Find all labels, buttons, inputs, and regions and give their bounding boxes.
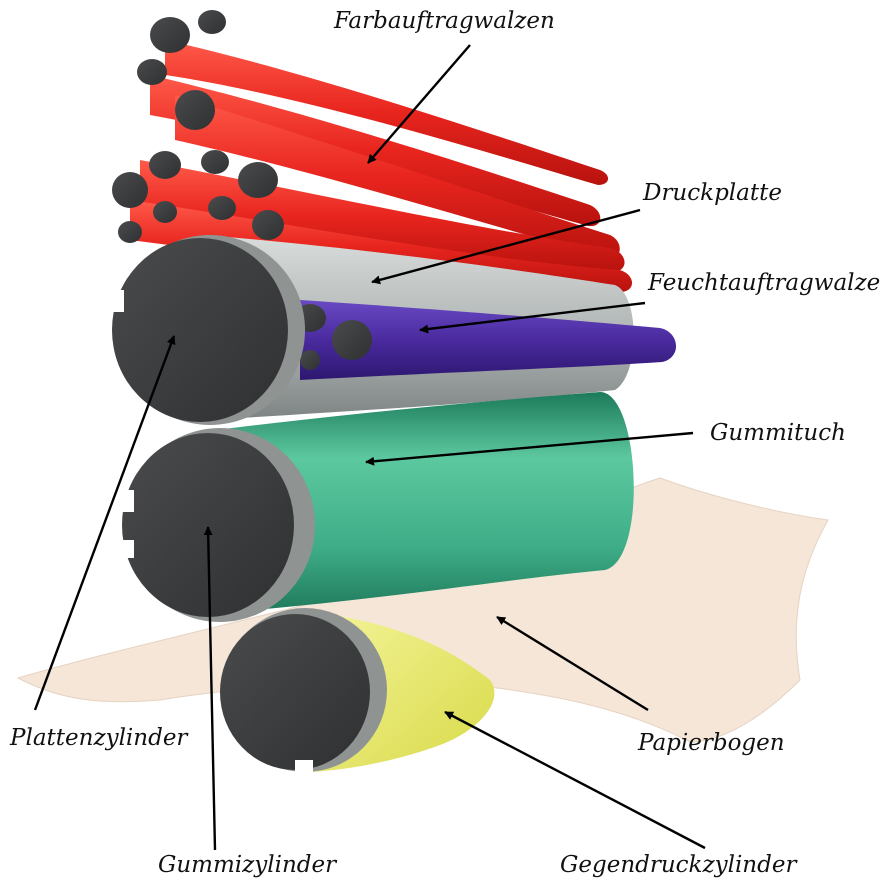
label-farbauftragwalzen: Farbauftragwalzen: [333, 8, 555, 34]
plate-cylinder: [108, 235, 305, 426]
label-plattenzylinder: Plattenzylinder: [9, 725, 189, 751]
label-gegendruckzylinder: Gegendruckzylinder: [560, 852, 798, 878]
label-papierbogen: Papierbogen: [637, 730, 785, 756]
label-gummizylinder: Gummizylinder: [158, 852, 338, 878]
label-gummituch: Gummituch: [710, 420, 846, 446]
label-feuchtauftragwalze: Feuchtauftragwalze: [647, 270, 880, 296]
label-druckplatte: Druckplatte: [642, 180, 782, 206]
blanket-cylinder: [118, 428, 315, 622]
